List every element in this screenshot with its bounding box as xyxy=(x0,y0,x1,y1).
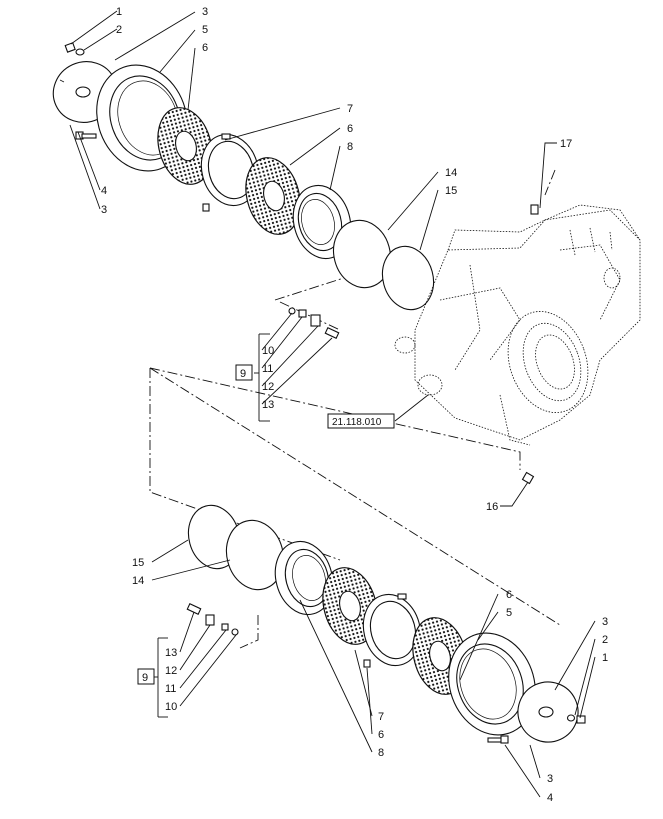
bleed-fittings-bottom xyxy=(186,603,239,636)
callout-9-top: 9 xyxy=(240,368,246,380)
callout-2-bottom: 2 xyxy=(602,634,608,646)
leader-lines-bottom xyxy=(151,539,596,798)
callout-7-top: 7 xyxy=(347,103,353,115)
bleed-fittings-top xyxy=(288,307,340,339)
steel-plate-top xyxy=(200,133,260,212)
transmission-housing xyxy=(394,204,641,446)
steel-plate-bottom xyxy=(362,593,422,668)
callout-11-top: 11 xyxy=(262,363,273,375)
bolt-bottom xyxy=(566,714,586,724)
callout-12-bottom: 12 xyxy=(165,665,177,677)
callout-5-bottom: 5 xyxy=(506,607,512,619)
callout-12-top: 12 xyxy=(262,381,274,393)
callout-9-bottom: 9 xyxy=(142,672,148,684)
callout-4-top: 4 xyxy=(101,185,107,197)
top-assembly xyxy=(52,42,539,485)
callout-2-top: 2 xyxy=(116,24,122,36)
callout-7-bottom: 7 xyxy=(378,711,384,723)
callouts-top: 1 2 3 5 6 7 6 8 14 15 17 4 3 10 11 12 13… xyxy=(101,6,572,513)
callout-1-bottom: 1 xyxy=(602,652,608,664)
callout-4-bottom: 4 xyxy=(547,792,553,804)
pin-16 xyxy=(521,471,535,485)
callout-13-bottom: 13 xyxy=(165,647,177,659)
callout-6b-bottom: 6 xyxy=(506,589,512,601)
callout-8-top: 8 xyxy=(347,141,353,153)
cover-plate-bottom xyxy=(517,681,579,743)
bolt-4-bottom xyxy=(487,735,509,744)
callout-15-top: 15 xyxy=(445,185,457,197)
callout-6b-top: 6 xyxy=(347,123,353,135)
callout-10-top: 10 xyxy=(262,345,274,357)
callout-3b-top: 3 xyxy=(101,204,107,216)
bottom-assembly xyxy=(186,504,586,744)
callout-3-bottom: 3 xyxy=(602,616,608,628)
callout-13-top: 13 xyxy=(262,399,274,411)
callout-5-top: 5 xyxy=(202,24,208,36)
callout-3-top: 3 xyxy=(202,6,208,18)
o-ring-14-top xyxy=(333,219,391,289)
pin-17 xyxy=(530,204,539,215)
housing-ring-bottom xyxy=(448,632,536,736)
o-ring-15-top xyxy=(381,245,435,311)
callout-10-bottom: 10 xyxy=(165,701,177,713)
friction-disc-top-1 xyxy=(157,107,213,185)
o-ring-14-bottom xyxy=(225,519,285,591)
callout-14-top: 14 xyxy=(445,167,457,179)
callout-6-bottom: 6 xyxy=(378,729,384,741)
callout-15-bottom: 15 xyxy=(132,557,144,569)
callout-8-bottom: 8 xyxy=(378,747,384,759)
reference-label: 21.118.010 xyxy=(332,417,382,428)
callout-1-top: 1 xyxy=(116,6,122,18)
piston-bottom xyxy=(274,540,334,616)
callout-6-top: 6 xyxy=(202,42,208,54)
bolt-top xyxy=(64,42,85,56)
friction-disc-top-2 xyxy=(245,157,301,235)
callout-16: 16 xyxy=(486,501,498,513)
callout-3b-bottom: 3 xyxy=(547,773,553,785)
callout-14-bottom: 14 xyxy=(132,575,144,587)
callouts-bottom: 15 14 13 12 11 10 9 7 6 8 6 5 3 2 1 3 4 xyxy=(132,557,608,804)
callout-11-bottom: 11 xyxy=(165,683,176,695)
callout-17: 17 xyxy=(560,138,572,150)
leader-lines-top xyxy=(69,10,557,507)
reference-box[interactable] xyxy=(327,413,395,429)
